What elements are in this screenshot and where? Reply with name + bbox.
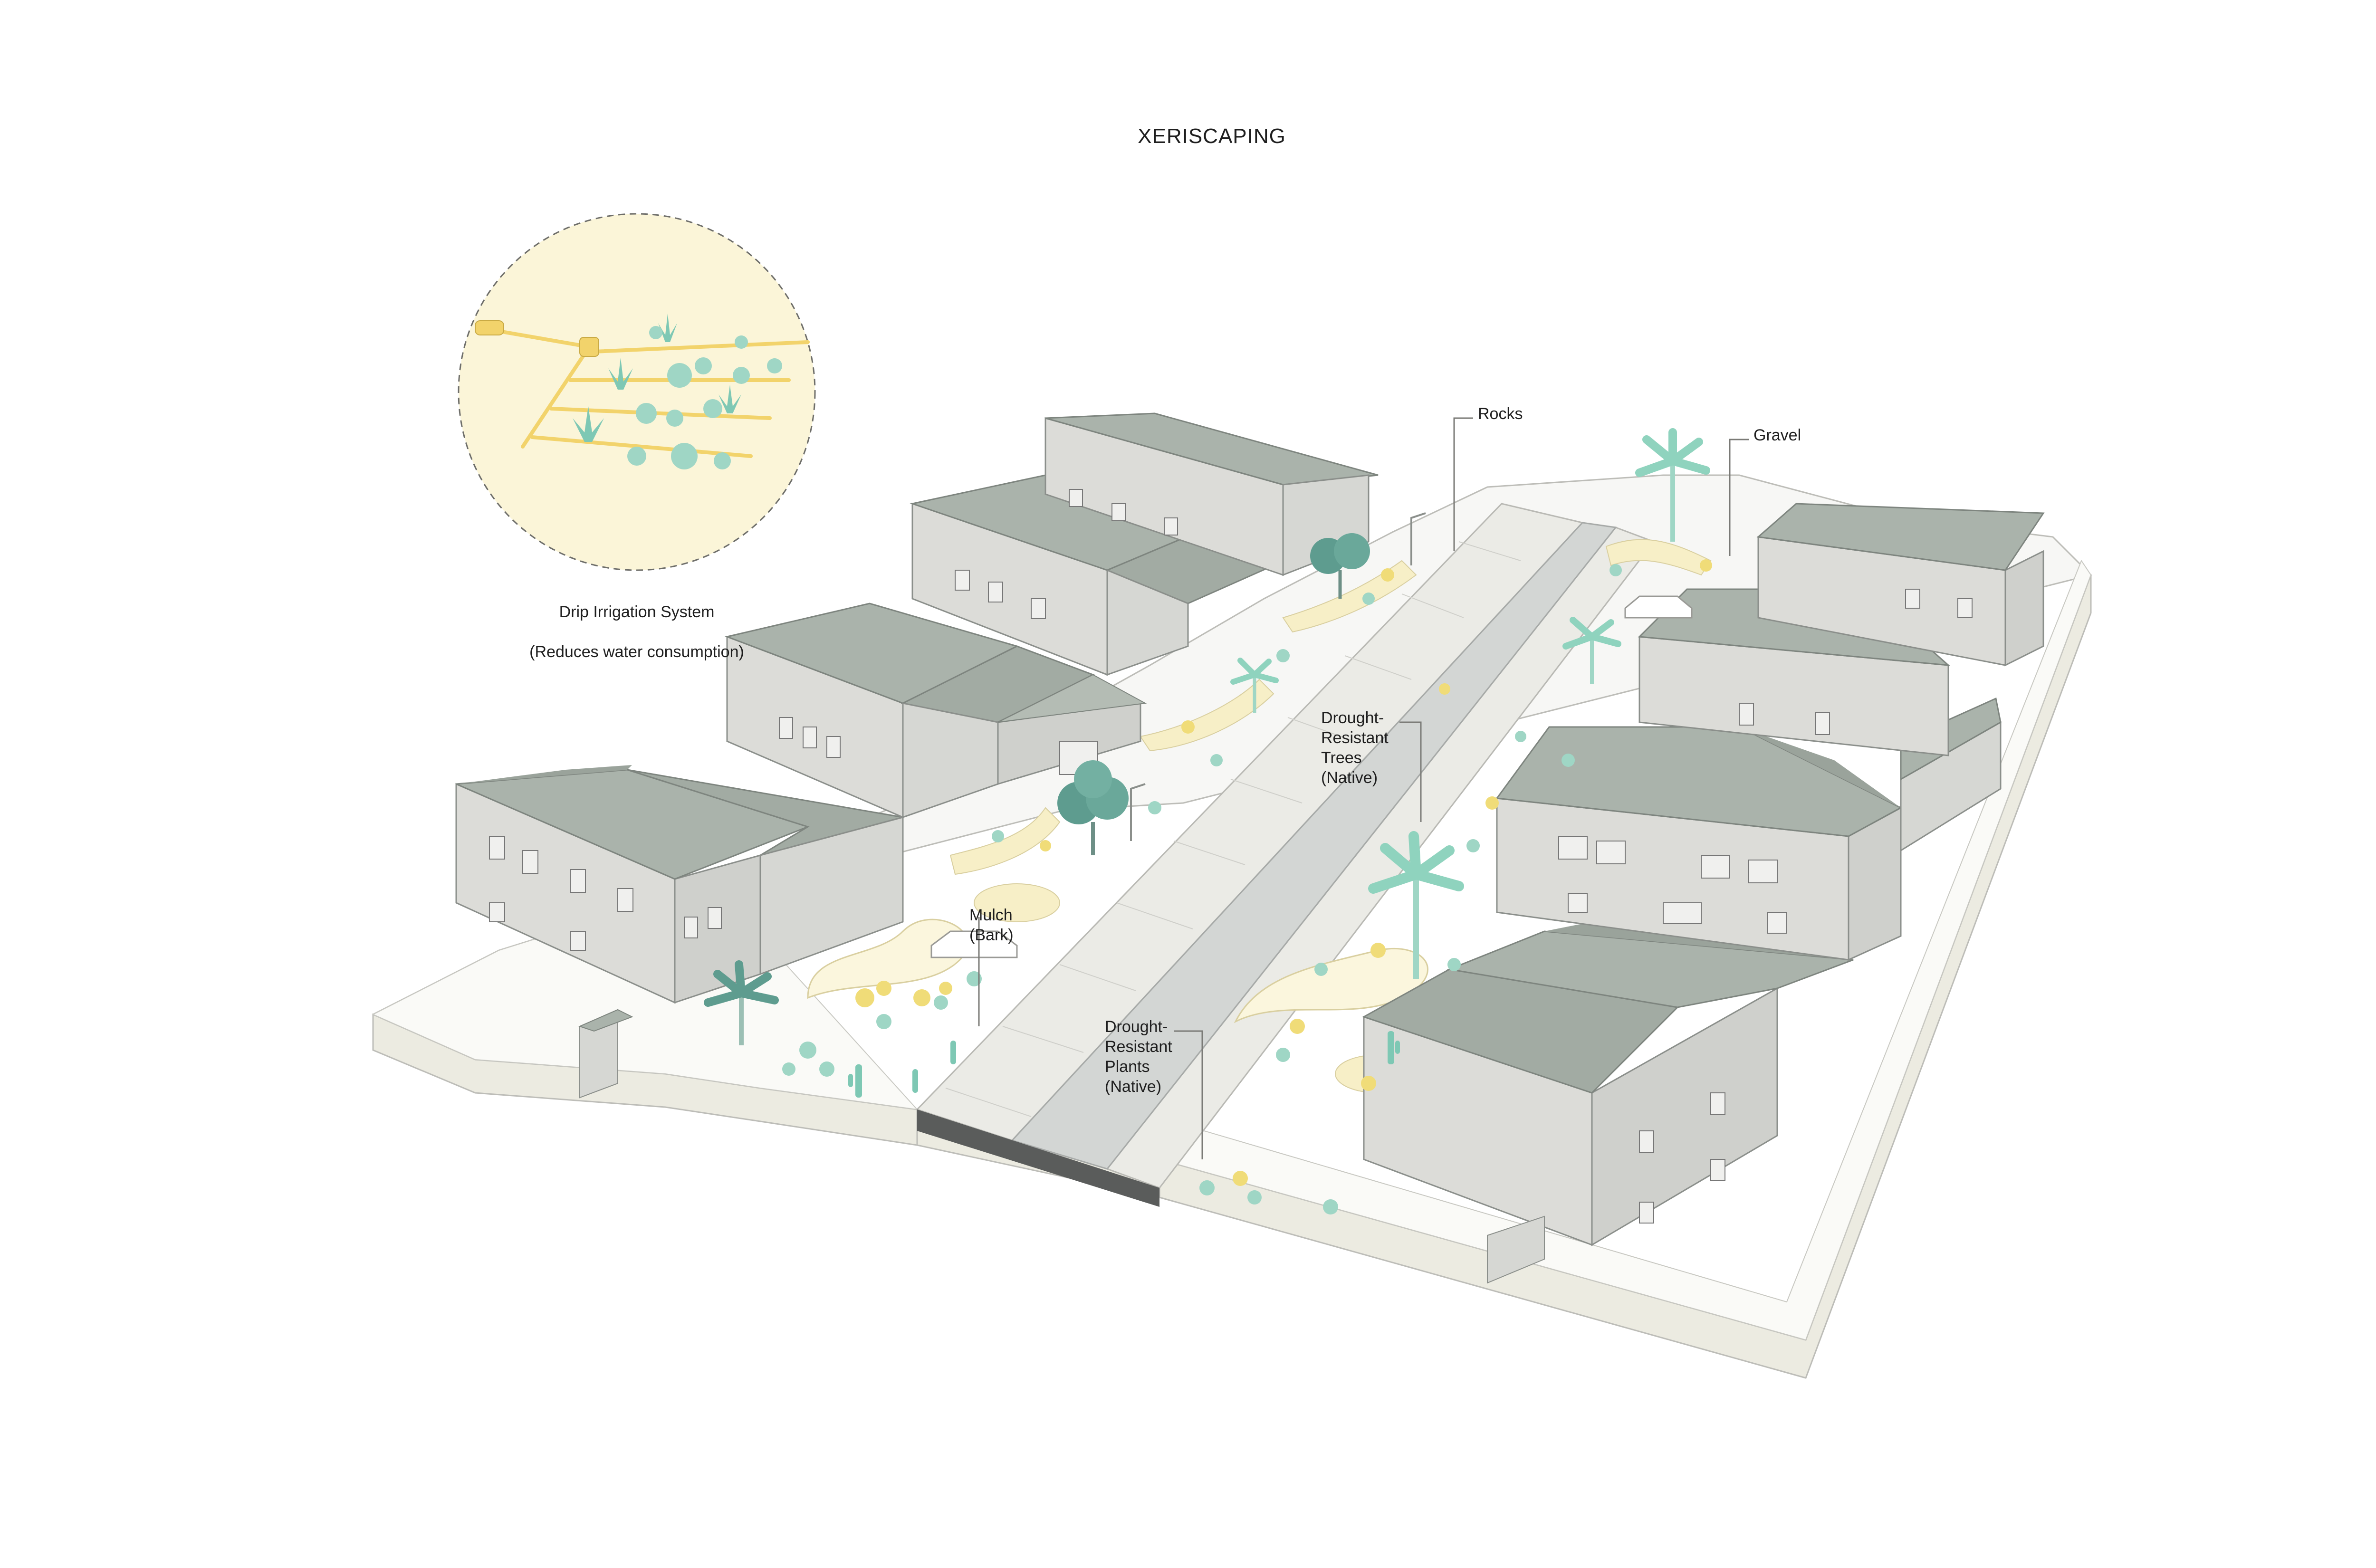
inset-caption-line1: Drip Irrigation System [494,602,779,622]
callout-mulch: Mulch (Bark) [969,905,1014,945]
inset-caption-line2: (Reduces water consumption) [494,642,779,662]
callout-trees: Drought- Resistant Trees (Native) [1321,708,1389,788]
inset-caption: Drip Irrigation System (Reduces water co… [494,582,779,682]
callout-rocks: Rocks [1478,404,1523,424]
callout-plants: Drought- Resistant Plants (Native) [1105,1017,1172,1097]
callout-gravel: Gravel [1753,425,1801,445]
diagram-title: XERISCAPING [0,124,2376,148]
drip-irrigation-inset [459,214,815,570]
